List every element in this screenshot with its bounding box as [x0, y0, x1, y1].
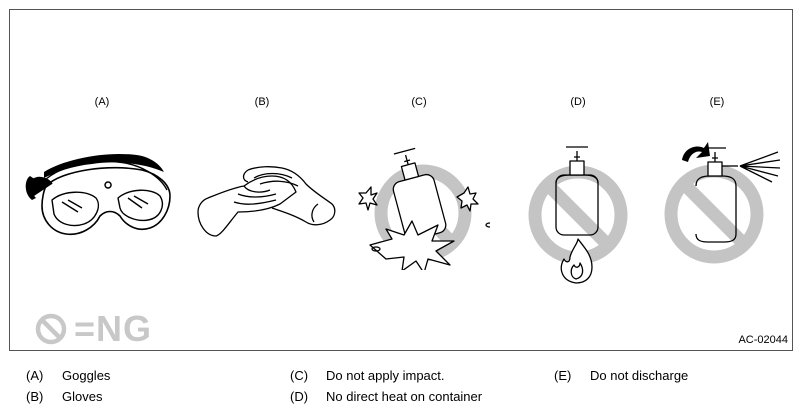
legend-text: Gloves: [62, 389, 103, 404]
legend-item-e: (E) Do not discharge: [554, 368, 784, 384]
legend-key: (A): [26, 368, 44, 383]
legend-text: No direct heat on container: [326, 389, 483, 404]
legend-key: (D): [290, 389, 309, 404]
legend-key: (C): [290, 368, 309, 383]
cylinder-heat-prohibited-icon: [528, 146, 628, 284]
panel-label-c: (C): [411, 96, 427, 108]
prohibition-icon: [35, 313, 67, 345]
legend-key: (B): [26, 389, 44, 404]
cylinder-impact-prohibited-icon: [358, 147, 490, 270]
ng-key-label: =NG: [74, 308, 153, 349]
legend-item-c: (C) Do not apply impact.: [290, 368, 540, 384]
panel-label-a: (A): [94, 96, 110, 108]
legend-item-d: (D) No direct heat on container: [290, 389, 540, 405]
cylinder-discharge-prohibited-icon: [664, 142, 781, 264]
legend-text: Goggles: [62, 368, 111, 383]
gloves-icon: [197, 166, 336, 237]
figure-code: AC-02044: [738, 334, 788, 346]
panel-label-d: (D): [570, 96, 586, 108]
goggles-icon: [25, 153, 171, 236]
legend-item-b: (B) Gloves: [26, 389, 266, 405]
legend-item-a: (A) Goggles: [26, 368, 266, 384]
illustration-frame: (A) (B) (C) (D) (E): [9, 9, 793, 351]
legend-text: Do not apply impact.: [326, 368, 445, 383]
legend-key: (E): [554, 368, 572, 383]
panel-label-b: (B): [254, 96, 270, 108]
legend-text: Do not discharge: [590, 368, 689, 383]
panel-label-e: (E): [709, 96, 725, 108]
